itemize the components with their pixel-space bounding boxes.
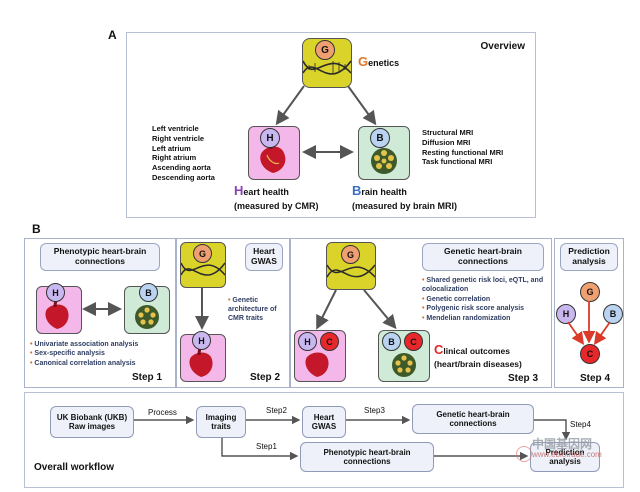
watermark-logo-icon <box>516 446 532 462</box>
brain-modalities-list: Structural MRI Diffusion MRI Resting fun… <box>422 128 504 167</box>
step2-genetics-badge: G <box>193 244 212 263</box>
dna-icon <box>181 262 225 276</box>
step3-brain-outcome-badge: C <box>404 332 423 351</box>
imaging-traits-box: Imaging traits <box>196 406 246 438</box>
step4-flow-label: Step4 <box>570 420 591 429</box>
brain-health-label: Brain health (measured by brain MRI) <box>352 183 458 212</box>
dna-icon <box>327 264 375 278</box>
clinical-outcomes-label: Clinical outcomes (heart/brain diseases) <box>434 342 522 369</box>
genetics-badge: G <box>315 40 335 60</box>
heart-structures-list: Left ventricle Right ventricle Left atri… <box>152 124 215 182</box>
process-label: Process <box>148 408 177 417</box>
step1-heart-badge: H <box>46 283 65 302</box>
step4-badge-b: B <box>603 304 623 324</box>
heart-badge: H <box>260 128 280 148</box>
genetic-connections-box: Genetic heart-brain connections <box>412 404 534 434</box>
step3-brain-badge: B <box>382 332 401 351</box>
workflow-title: Overall workflow <box>34 462 115 473</box>
step1-brain-badge: B <box>139 283 158 302</box>
step2-note: • Genetic architecture of CMR traits <box>228 297 277 323</box>
step4-title: Prediction analysis <box>560 243 618 271</box>
step4-label: Step 4 <box>580 373 611 384</box>
step1-bullets: Univariate association analysis Sex-spec… <box>30 340 138 368</box>
brain-organ-icon <box>392 353 416 377</box>
step3-genetics-box <box>326 242 376 290</box>
heart-organ-icon <box>305 352 329 377</box>
step2-label: Step 2 <box>250 372 281 383</box>
phenotypic-connections-box: Phenotypic heart-brain connections <box>300 442 434 472</box>
panel-b-label: B <box>32 222 41 236</box>
step3-label: Step 3 <box>508 373 539 384</box>
step3-bullets: Shared genetic risk loci, eQTL, and colo… <box>422 276 550 323</box>
prediction-analysis-box: Prediction analysis <box>530 442 600 472</box>
step1-title: Phenotypic heart-brain connections <box>40 243 160 271</box>
brain-organ-icon <box>135 305 159 329</box>
heart-gwas-box: Heart GWAS <box>302 406 346 438</box>
step3-heart-badge: H <box>298 332 317 351</box>
step3-flow-label: Step3 <box>364 406 385 415</box>
genetics-label: Genetics <box>358 54 400 69</box>
step4-badge-h: H <box>556 304 576 324</box>
step1-label: Step 1 <box>132 372 163 383</box>
overview-title: Overview <box>480 41 525 52</box>
dna-icon <box>303 60 351 75</box>
step3-title: Genetic heart-brain connections <box>422 243 544 271</box>
panel-a-label: A <box>108 28 117 42</box>
watermark: 中国基因网 www.ebiotrade.com <box>532 437 602 460</box>
step3-genetics-badge: G <box>341 245 360 264</box>
step3-heart-outcome-badge: C <box>320 332 339 351</box>
step4-badge-g: G <box>580 282 600 302</box>
step2-title: Heart GWAS <box>245 243 283 271</box>
brain-organ-icon <box>371 148 397 174</box>
step4-badge-c: C <box>580 344 600 364</box>
heart-health-label: Heart health (measured by CMR) <box>234 183 319 212</box>
ukb-raw-images-box: UK Biobank (UKB) Raw images <box>50 406 134 438</box>
step1-flow-label: Step1 <box>256 442 277 451</box>
step2-heart-box <box>180 334 226 382</box>
step2-heart-badge: H <box>192 331 211 350</box>
step2-flow-label: Step2 <box>266 406 287 415</box>
brain-badge: B <box>370 128 390 148</box>
